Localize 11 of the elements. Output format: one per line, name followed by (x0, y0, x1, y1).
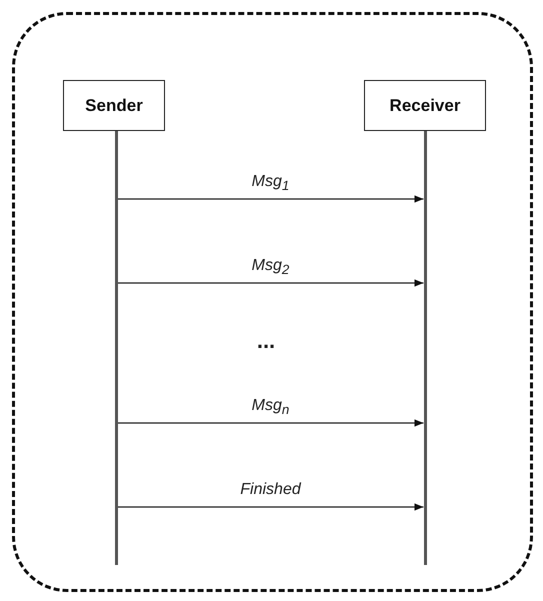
message-arrow (118, 419, 424, 427)
ellipsis-text: ... (256, 328, 276, 354)
participant-box (364, 80, 486, 131)
message-arrow (118, 503, 424, 511)
lifeline (424, 131, 426, 565)
participant-name: Sender (85, 96, 143, 116)
participant-name: Receiver (390, 96, 460, 116)
message-arrow (118, 279, 424, 287)
message-arrow (118, 195, 424, 203)
participant-box (63, 80, 165, 131)
lifeline (114, 131, 118, 565)
